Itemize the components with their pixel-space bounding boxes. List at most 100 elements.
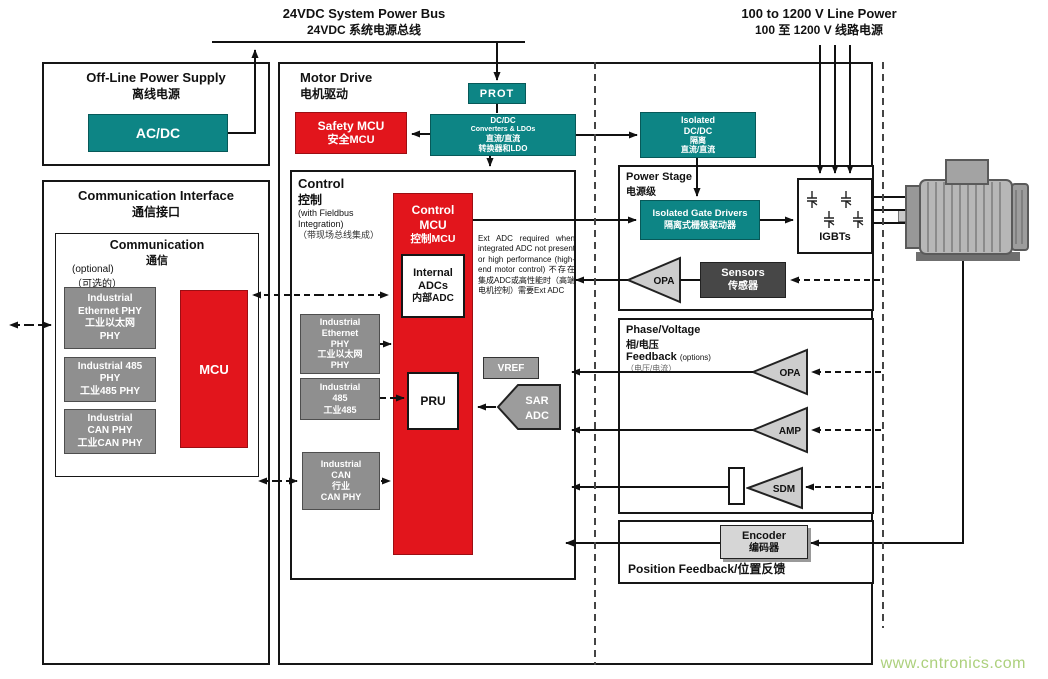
- bus-label-zh: 24VDC 系统电源总线: [306, 23, 422, 37]
- dcdc-line: DC/DC: [490, 116, 516, 126]
- sensors-zh: 传感器: [728, 280, 758, 292]
- igbts-block: IGBTs: [797, 178, 873, 254]
- control-can-line: CAN PHY: [320, 492, 362, 503]
- control-eth-line: Ethernet: [321, 327, 359, 338]
- control-eth-line: Industrial: [319, 317, 361, 327]
- internal-adc-block: Internal ADCs 内部ADC: [401, 254, 465, 318]
- motor-drive-title: Motor Drive 电机驱动: [300, 70, 420, 102]
- motor-drive-title-en: Motor Drive: [300, 70, 373, 85]
- vref-label: VREF: [497, 362, 525, 374]
- isolated-dcdc-line: 直流/直流: [680, 145, 716, 155]
- internal-adc-line: Internal: [413, 266, 453, 279]
- dcdc-line: 转换器和LDO: [478, 143, 528, 153]
- amp-triangle-shape: [751, 406, 808, 454]
- communication-title-zh: 通信: [146, 255, 168, 267]
- feedback-amp: AMP: [751, 406, 808, 454]
- comm-mcu-block: MCU: [180, 290, 248, 448]
- prot-label: PROT: [479, 87, 515, 100]
- control-title: Control 控制 (with Fieldbus Integration) （…: [298, 176, 386, 240]
- watermark: www.cntronics.com: [880, 655, 1026, 672]
- safety-mcu-zh: 安全MCU: [327, 133, 375, 146]
- control-can-line: 行业: [331, 481, 350, 491]
- phase-feedback-title-l1: Phase/Voltage: [626, 324, 701, 336]
- encoder-en: Encoder: [741, 529, 786, 542]
- line-power-label-en: 100 to 1200 V Line Power: [741, 6, 897, 21]
- control-can-line: CAN: [331, 469, 351, 480]
- feedback-sdm-label: SDM: [773, 484, 795, 495]
- power-stage-opa-label: OPA: [654, 276, 675, 287]
- comm-485-phy-line: Industrial 485: [77, 360, 143, 372]
- phase-feedback-title-l2: 相/电压: [626, 340, 659, 351]
- gate-drivers-en: Isolated Gate Drivers: [652, 207, 748, 219]
- gate-drivers-block: Isolated Gate Drivers 隔离式栅极驱动器: [640, 200, 760, 240]
- control-eth-line: PHY: [330, 360, 350, 371]
- pru-label: PRU: [420, 394, 446, 408]
- control-mcu-zh: 控制MCU: [410, 233, 456, 245]
- sar-adc-line1: SAR: [525, 395, 548, 407]
- comm-can-phy-line: Industrial: [87, 412, 133, 424]
- feedback-opa: OPA: [751, 348, 808, 396]
- communication-title-en: Communication: [109, 238, 205, 252]
- position-feedback-title: Position Feedback/位置反馈: [628, 562, 786, 576]
- control-485-line: 工业485: [323, 404, 357, 415]
- sar-adc-line2: ADC: [525, 410, 549, 422]
- line-power-label: 100 to 1200 V Line Power 100 至 1200 V 线路…: [703, 6, 935, 38]
- comm-can-phy-line: 工业CAN PHY: [77, 437, 143, 449]
- communication-optional: (optional) （可选的）: [72, 264, 192, 290]
- bus-label-en: 24VDC System Power Bus: [282, 6, 446, 21]
- sensors-block: Sensors 传感器: [700, 262, 786, 298]
- safety-mcu-block: Safety MCU 安全MCU: [295, 112, 407, 154]
- phase-feedback-title-zh: （电压/电流）: [626, 364, 677, 373]
- control-can-block: Industrial CAN 行业 CAN PHY: [302, 452, 380, 510]
- sdm-input-block: [728, 467, 745, 505]
- feedback-opa-label: OPA: [780, 368, 801, 379]
- motor-image: [898, 159, 1029, 261]
- internal-adc-line: ADCs: [418, 280, 448, 292]
- control-mcu-line: MCU: [419, 218, 447, 232]
- internal-adc-zh: 内部ADC: [412, 293, 454, 305]
- control-eth-line: PHY: [330, 338, 350, 349]
- control-eth-line: 工业以太网: [317, 349, 363, 360]
- comm-can-phy-line: CAN PHY: [87, 425, 133, 437]
- comm-eth-phy-line: 工业以太网: [85, 318, 135, 329]
- control-can-line: Industrial: [320, 458, 362, 469]
- offline-title-en: Off-Line Power Supply: [86, 70, 226, 85]
- gate-drivers-zh: 隔离式栅极驱动器: [663, 220, 736, 231]
- phase-feedback-title-l3: Feedback: [626, 351, 677, 363]
- comm-eth-phy-line: Industrial: [87, 293, 133, 304]
- feedback-amp-label: AMP: [779, 426, 802, 437]
- comm-mcu-label: MCU: [199, 361, 229, 377]
- comm-interface-title-en: Communication Interface: [77, 188, 235, 203]
- control-title-en: Control: [298, 176, 345, 191]
- sensors-en: Sensors: [721, 267, 765, 280]
- dcdc-line: Converters & LDOs: [470, 126, 536, 133]
- comm-485-phy-line: 工业485 PHY: [79, 385, 141, 397]
- power-stage-title: Power Stage 电源级: [626, 171, 736, 198]
- offline-title-zh: 离线电源: [131, 87, 180, 101]
- line-power-label-zh: 100 至 1200 V 线路电源: [754, 23, 884, 37]
- dcdc-line: 直流/直流: [485, 134, 521, 144]
- offline-title: Off-Line Power Supply 离线电源: [42, 70, 270, 102]
- feedback-sdm: SDM: [746, 466, 803, 510]
- comm-can-phy-block: Industrial CAN PHY 工业CAN PHY: [64, 409, 156, 454]
- power-stage-title-zh: 电源级: [626, 187, 656, 198]
- acdc-block: AC/DC: [88, 114, 228, 152]
- control-fieldbus-en: (with Fieldbus Integration): [298, 208, 354, 229]
- sar-adc-block: SAR ADC: [496, 384, 561, 430]
- isolated-dcdc-line: Isolated: [680, 115, 715, 126]
- igbt-symbols-icon: [807, 191, 864, 228]
- opa-triangle-shape: [751, 348, 808, 396]
- comm-interface-title-zh: 通信接口: [131, 205, 180, 219]
- ext-adc-note-en: Ext ADC required when integrated ADC not…: [478, 234, 575, 275]
- encoder-zh: 编码器: [749, 542, 779, 554]
- phase-feedback-options: (options): [679, 353, 711, 362]
- dcdc-converters-block: DC/DC Converters & LDOs 直流/直流 转换器和LDO: [430, 114, 576, 156]
- power-stage-title-en: Power Stage: [626, 171, 693, 183]
- igbts-label: IGBTs: [819, 231, 851, 243]
- control-485-block: Industrial 485 工业485: [300, 378, 380, 420]
- control-title-zh: 控制: [298, 193, 323, 207]
- communication-title: Communication 通信: [55, 238, 259, 268]
- safety-mcu-en: Safety MCU: [317, 118, 385, 133]
- isolated-dcdc-block: Isolated DC/DC 隔离 直流/直流: [640, 112, 756, 158]
